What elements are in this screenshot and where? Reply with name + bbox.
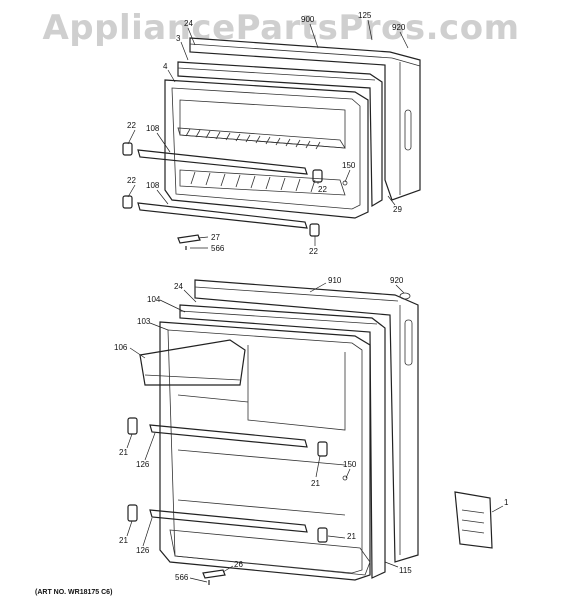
callout-920-top: 920 [392, 23, 406, 32]
callout-125: 125 [358, 11, 372, 20]
callout-22-upper-right: 22 [318, 185, 327, 194]
callout-150-bottom: 150 [343, 460, 357, 469]
callout-24-top: 24 [184, 19, 193, 28]
fresh-food-door-liner [159, 321, 371, 581]
callout-21-lower-right: 21 [347, 532, 356, 541]
callout-4: 4 [163, 62, 168, 71]
bar-end-cap [127, 504, 138, 522]
callout-108-upper: 108 [146, 124, 160, 133]
callout-566-bottom: 566 [175, 573, 189, 582]
callout-126-lower: 126 [136, 546, 150, 555]
freezer-door-liner [164, 79, 369, 219]
callout-900: 900 [301, 15, 315, 24]
callout-3: 3 [176, 34, 181, 43]
callout-115: 115 [399, 566, 412, 575]
fresh-food-outer-door-panel [194, 279, 419, 563]
callout-106: 106 [114, 343, 128, 352]
fresh-food-door-bar-upper [149, 424, 308, 448]
callout-21-upper-left: 21 [119, 448, 128, 457]
fresh-food-door-assembly [127, 279, 493, 585]
freezer-door-bar-lower [137, 202, 308, 229]
callout-29: 29 [393, 205, 402, 214]
callout-910: 910 [328, 276, 342, 285]
bar-end-cap [317, 527, 328, 543]
callout-24-bottom: 24 [174, 282, 183, 291]
callout-22-lower-left: 22 [127, 176, 136, 185]
callout-21-upper-right: 21 [311, 479, 320, 488]
cover-27 [177, 234, 201, 244]
callout-103: 103 [137, 317, 151, 326]
watermark: AppliancePartsPros.com [42, 8, 520, 48]
bar-end-cap [122, 142, 133, 156]
freezer-door-gasket [177, 61, 383, 208]
freezer-outer-door-panel [189, 37, 421, 201]
bar-end-cap [312, 169, 323, 183]
bar-end-cap [309, 223, 320, 237]
dairy-compartment-door [139, 339, 246, 386]
callout-920-bottom: 920 [390, 276, 404, 285]
freezer-door-assembly [122, 37, 421, 250]
callout-27: 27 [211, 233, 220, 242]
callout-104: 104 [147, 295, 161, 304]
callout-150-top: 150 [342, 161, 356, 170]
fresh-food-door-gasket [179, 304, 386, 579]
callout-108-lower: 108 [146, 181, 160, 190]
callout-126-upper: 126 [136, 460, 150, 469]
owners-manual [454, 491, 493, 549]
callout-1: 1 [504, 498, 509, 507]
cover-26 [202, 569, 226, 579]
freezer-door-bar-upper [137, 149, 308, 175]
bar-end-cap [122, 195, 133, 209]
art-number: (ART NO. WR18175 C6) [35, 589, 112, 596]
callout-22-upper-left: 22 [127, 121, 136, 130]
callout-566-top: 566 [211, 244, 225, 253]
callout-26: 26 [234, 560, 243, 569]
fresh-food-door-bar-lower [149, 509, 308, 533]
callout-21-lower-left: 21 [119, 536, 128, 545]
bar-end-cap [127, 417, 138, 435]
callout-22-lower-right: 22 [309, 247, 318, 256]
bar-end-cap [317, 441, 328, 457]
